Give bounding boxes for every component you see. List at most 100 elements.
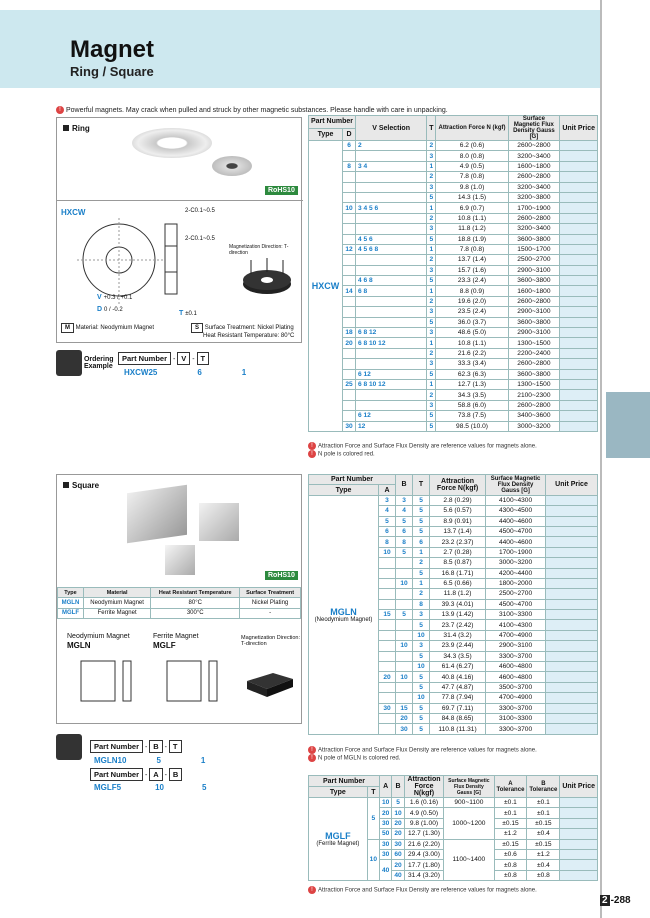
a-cell: [377, 567, 397, 579]
t-cell: 3: [426, 264, 437, 277]
v-cell: 12: [355, 420, 428, 432]
a-cell: [377, 629, 397, 642]
d-cell: [342, 368, 357, 381]
type-cell: HXCW: [307, 140, 344, 432]
force-cell: 98.5 (10.0): [435, 420, 509, 432]
force-cell: 2.7 (0.28): [429, 546, 487, 559]
d-cell: 20: [342, 337, 357, 349]
b-cell: 40: [391, 869, 405, 882]
b-cell: 5: [395, 515, 414, 527]
flux-cell: 4600~4800: [485, 671, 547, 683]
a-cell: [377, 557, 397, 569]
t-cell: 5: [412, 723, 431, 735]
price-cell: [559, 191, 598, 204]
header-band: [0, 10, 600, 88]
d-cell: [342, 306, 357, 318]
b-cell: 10: [395, 577, 414, 590]
header-cell: Type: [308, 484, 379, 496]
price-cell: [545, 598, 598, 611]
type-subtitle: (Neodymium Magnet): [314, 616, 373, 623]
price-cell: [559, 410, 598, 422]
flux-cell: 4200~4400: [485, 567, 547, 579]
table-cell: 80°C: [150, 597, 241, 609]
force-cell: 36.0 (3.7): [435, 316, 509, 329]
header-cell: Type: [308, 786, 368, 798]
price-cell: [559, 233, 598, 245]
force-cell: 4.9 (0.5): [435, 160, 509, 173]
flux-cell: 3600~3800: [507, 368, 561, 381]
d-cell: [342, 171, 357, 183]
header-cell: Part Number: [307, 115, 357, 129]
flux-cell: 1500~1700: [507, 243, 561, 256]
price-cell: [545, 712, 598, 725]
t-cell: 3: [426, 223, 437, 235]
force-cell: 29.4 (3.00): [403, 848, 445, 861]
force-cell: 5.6 (0.57): [429, 505, 487, 517]
header-cell: B: [391, 775, 405, 798]
header-cell: Attraction Force N(kgf): [429, 474, 487, 496]
t-cell: 1: [412, 577, 431, 590]
flux-cell: 1700~1900: [485, 546, 547, 559]
price-cell: [545, 505, 598, 517]
t-cell: 5: [426, 233, 437, 245]
header-cell: Unit Price: [545, 474, 598, 496]
flux-cell: 3300~3700: [485, 650, 547, 663]
a-cell: 4: [377, 505, 397, 517]
price-cell: [559, 212, 598, 225]
v-cell: [355, 212, 428, 225]
v-cell: 6 8: [355, 285, 428, 297]
price-cell: [559, 295, 598, 308]
force-cell: 10.8 (1.1): [435, 212, 509, 225]
t-cell: 10: [412, 692, 431, 704]
a-cell: 30: [379, 817, 393, 830]
force-cell: 11.8 (1.2): [435, 223, 509, 235]
ring-ordering-example: Ordering Example: [56, 350, 116, 376]
a-cell: [377, 723, 397, 735]
header-cell: T: [412, 474, 431, 496]
table-cell: Nickel Plating: [239, 597, 301, 609]
b-cell: [395, 557, 414, 569]
a-tol-cell: ±0.15: [493, 817, 528, 830]
a-cell: [377, 681, 397, 694]
price-cell: [559, 796, 598, 809]
force-cell: 23.9 (2.44): [429, 640, 487, 652]
price-cell: [545, 671, 598, 683]
force-cell: 8.5 (0.87): [429, 557, 487, 569]
flux-cell: 3200~3400: [507, 181, 561, 193]
flux-cell: 2900~3100: [507, 327, 561, 339]
neo-drawing: [80, 660, 132, 702]
v-cell: [355, 264, 428, 277]
t-cell: 5: [426, 410, 437, 422]
square-order-row-1: Part Number - B - T: [90, 740, 182, 753]
a-cell: 5: [377, 515, 397, 527]
d-cell: 14: [342, 285, 357, 297]
d-cell: [342, 410, 357, 422]
price-cell: [545, 723, 598, 735]
b-cell: 8: [395, 536, 414, 548]
t-cell: 3: [412, 640, 431, 652]
force-cell: 23.5 (2.4): [435, 306, 509, 318]
force-cell: 84.8 (8.65): [429, 712, 487, 725]
t-cell: 3: [426, 181, 437, 193]
header-cell: V Selection: [355, 115, 428, 141]
header-cell: Surface Treatment: [239, 586, 301, 599]
flux-cell: 2900~3100: [507, 306, 561, 318]
price-cell: [545, 546, 598, 559]
flux-cell: 2500~2700: [507, 254, 561, 266]
page-subtitle: Ring / Square: [70, 64, 154, 79]
flux-cell: 4600~4800: [485, 661, 547, 673]
price-cell: [559, 358, 598, 370]
b-cell: 20: [391, 859, 405, 871]
